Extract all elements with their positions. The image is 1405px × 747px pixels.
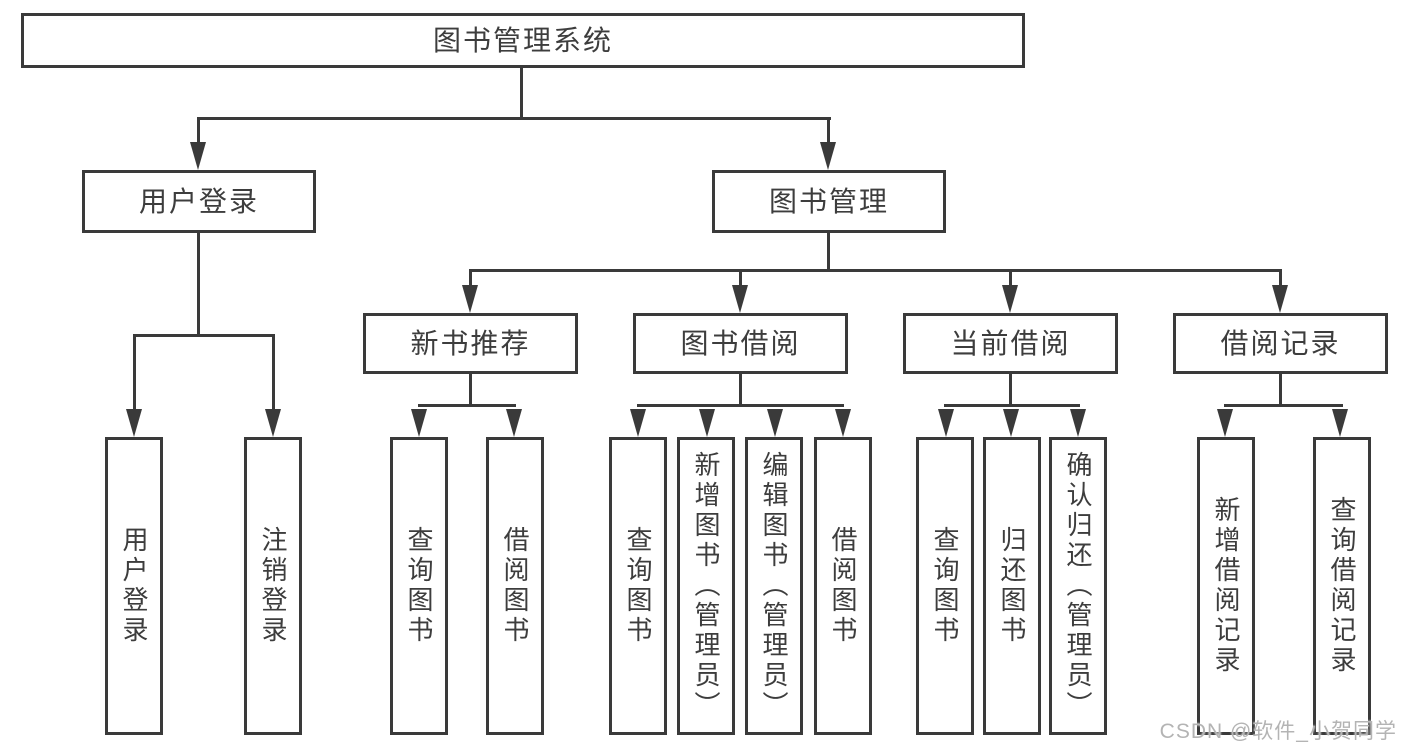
leaf-label: 注销登录 xyxy=(258,526,288,646)
connector-drop-user-login xyxy=(197,117,200,145)
leaf-query-books-borrowing: 查询图书 xyxy=(609,437,667,735)
arrow-down-icon xyxy=(1272,285,1288,313)
arrow-down-icon xyxy=(411,409,427,437)
arrow-down-icon xyxy=(506,409,522,437)
connector-drop-new-rec xyxy=(469,269,472,289)
connector-current-borrow-rail xyxy=(944,404,1080,407)
leaf-label: 新增图书（管理员） xyxy=(691,451,721,721)
arrow-down-icon xyxy=(462,285,478,313)
leaf-borrow-books-borrowing: 借阅图书 xyxy=(814,437,872,735)
node-label: 图书借阅 xyxy=(680,327,801,359)
node-current-borrowing: 当前借阅 xyxy=(903,313,1118,374)
connector-book-borrow-rail xyxy=(637,404,844,407)
node-book-borrowing: 图书借阅 xyxy=(633,313,848,374)
connector-drop-leaf xyxy=(272,334,275,411)
arrow-down-icon xyxy=(1217,409,1233,437)
csdn-watermark: CSDN @软件_小贺同学 xyxy=(1159,720,1397,743)
node-library-management-system: 图书管理系统 xyxy=(21,13,1025,68)
connector-book-mgmt-rail xyxy=(469,269,1282,272)
leaf-label: 编辑图书（管理员） xyxy=(759,451,789,721)
connector-user-login-stem xyxy=(197,233,200,336)
leaf-label: 查询借阅记录 xyxy=(1327,496,1357,676)
arrow-down-icon xyxy=(767,409,783,437)
connector-root-rail xyxy=(197,117,831,120)
node-label: 用户登录 xyxy=(138,185,259,217)
arrow-down-icon xyxy=(265,409,281,437)
leaf-query-borrow-record: 查询借阅记录 xyxy=(1313,437,1371,735)
arrow-down-icon xyxy=(630,409,646,437)
connector-borrow-records-rail xyxy=(1224,404,1343,407)
leaf-logout: 注销登录 xyxy=(244,437,302,735)
leaf-query-books-current: 查询图书 xyxy=(916,437,974,735)
connector-current-borrow-stem xyxy=(1009,374,1012,407)
leaf-return-books: 归还图书 xyxy=(983,437,1041,735)
node-label: 新书推荐 xyxy=(410,327,531,359)
connector-drop-book-management xyxy=(827,117,830,145)
connector-drop-book-borrow xyxy=(739,269,742,289)
leaf-label: 确认归还（管理员） xyxy=(1063,451,1093,721)
arrow-down-icon xyxy=(820,142,836,170)
node-borrowing-records: 借阅记录 xyxy=(1173,313,1388,374)
arrow-down-icon xyxy=(1002,285,1018,313)
arrow-down-icon xyxy=(126,409,142,437)
leaf-confirm-return-admin: 确认归还（管理员） xyxy=(1049,437,1107,735)
connector-root-stem xyxy=(520,68,523,118)
leaf-label: 借阅图书 xyxy=(500,526,530,646)
connector-new-rec-stem xyxy=(469,374,472,407)
arrow-down-icon xyxy=(938,409,954,437)
node-label: 图书管理 xyxy=(768,185,889,217)
connector-new-rec-rail xyxy=(418,404,516,407)
leaf-label: 归还图书 xyxy=(997,526,1027,646)
node-user-login: 用户登录 xyxy=(82,170,316,233)
connector-book-borrow-stem xyxy=(739,374,742,407)
leaf-edit-book-admin: 编辑图书（管理员） xyxy=(745,437,803,735)
leaf-user-login: 用户登录 xyxy=(105,437,163,735)
arrow-down-icon xyxy=(1070,409,1086,437)
connector-user-login-rail xyxy=(133,334,275,337)
connector-drop-borrow-records xyxy=(1279,269,1282,289)
leaf-query-books-recommend: 查询图书 xyxy=(390,437,448,735)
arrow-down-icon xyxy=(699,409,715,437)
leaf-label: 用户登录 xyxy=(119,526,149,646)
leaf-add-book-admin: 新增图书（管理员） xyxy=(677,437,735,735)
arrow-down-icon xyxy=(1003,409,1019,437)
leaf-label: 查询图书 xyxy=(623,526,653,646)
leaf-label: 借阅图书 xyxy=(828,526,858,646)
node-label: 当前借阅 xyxy=(950,327,1071,359)
node-label: 图书管理系统 xyxy=(432,24,613,56)
connector-drop-leaf xyxy=(133,334,136,411)
connector-book-mgmt-stem xyxy=(827,233,830,272)
arrow-down-icon xyxy=(190,142,206,170)
connector-drop-current-borrow xyxy=(1009,269,1012,289)
leaf-borrow-books-recommend: 借阅图书 xyxy=(486,437,544,735)
leaf-label: 新增借阅记录 xyxy=(1211,496,1241,676)
leaf-add-borrow-record: 新增借阅记录 xyxy=(1197,437,1255,735)
arrow-down-icon xyxy=(732,285,748,313)
arrow-down-icon xyxy=(835,409,851,437)
connector-borrow-records-stem xyxy=(1279,374,1282,407)
leaf-label: 查询图书 xyxy=(930,526,960,646)
node-new-book-recommendation: 新书推荐 xyxy=(363,313,578,374)
arrow-down-icon xyxy=(1332,409,1348,437)
node-label: 借阅记录 xyxy=(1220,327,1341,359)
node-book-management: 图书管理 xyxy=(712,170,946,233)
leaf-label: 查询图书 xyxy=(404,526,434,646)
